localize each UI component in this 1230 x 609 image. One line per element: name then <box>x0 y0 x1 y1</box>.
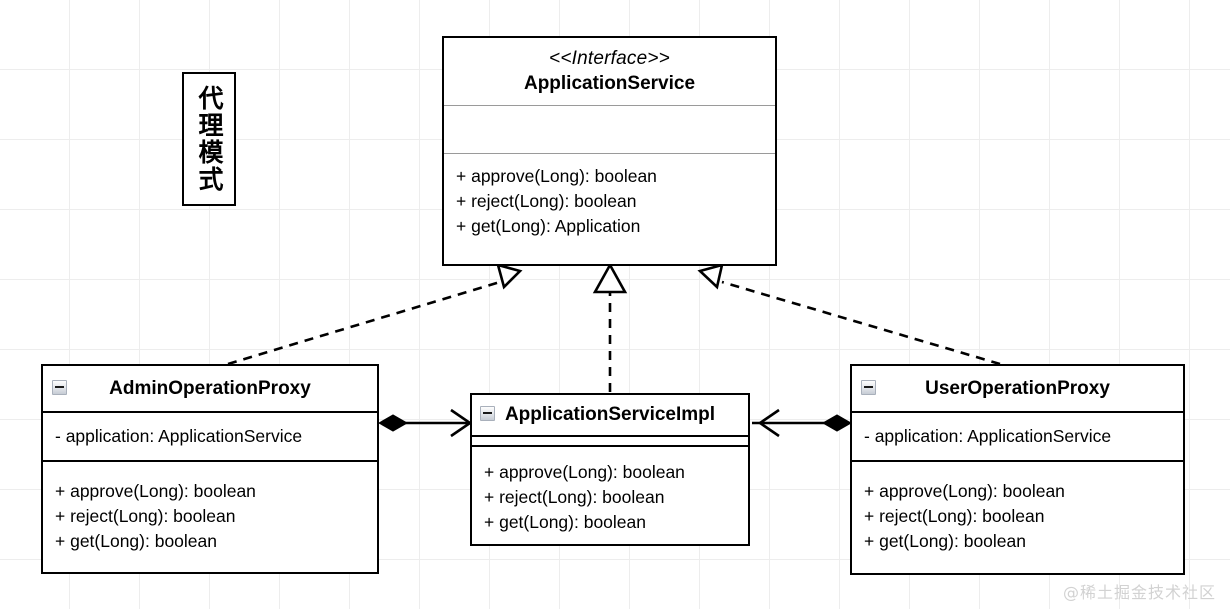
method-row: + approve(Long): boolean <box>456 166 657 186</box>
impl-name: ApplicationServiceImpl <box>504 404 716 425</box>
admin-proxy-methods-compartment: + approve(Long): boolean + reject(Long):… <box>43 460 377 564</box>
interface-stereotype: <<Interface>> <box>549 48 670 69</box>
method-row: + approve(Long): boolean <box>55 481 256 501</box>
hollow-triangle-arrowhead <box>697 263 724 290</box>
filled-diamond <box>377 414 409 432</box>
interface-methods-compartment: + approve(Long): boolean + reject(Long):… <box>444 153 775 249</box>
class-box-application-service[interactable]: <<Interface>> ApplicationService + appro… <box>442 36 777 266</box>
attribute-row: - application: ApplicationService <box>864 426 1112 446</box>
interface-attributes-compartment <box>444 105 775 153</box>
impl-header: ApplicationServiceImpl <box>472 395 748 435</box>
collapse-minus-icon[interactable] <box>480 406 495 421</box>
admin-proxy-attributes-compartment: - application: ApplicationService <box>43 411 377 460</box>
connector-user-proxy-composition <box>752 408 853 438</box>
attribute-row: - application: ApplicationService <box>55 426 303 446</box>
method-row: + approve(Long): boolean <box>864 481 1065 501</box>
hollow-triangle-arrowhead <box>592 262 628 294</box>
connector-user-proxy-realization <box>697 263 1001 366</box>
collapse-minus-icon[interactable] <box>861 380 876 395</box>
connector-admin-proxy-composition <box>377 408 473 438</box>
diagram-title-badge: 代理模式 <box>182 72 236 206</box>
filled-diamond <box>821 414 853 432</box>
impl-attributes-compartment <box>472 435 748 445</box>
interface-name: ApplicationService <box>523 73 696 94</box>
open-arrowhead <box>450 408 473 438</box>
interface-header: <<Interface>> ApplicationService <box>444 38 775 105</box>
method-row: + reject(Long): boolean <box>55 506 236 526</box>
admin-proxy-header: AdminOperationProxy <box>43 366 377 411</box>
connector-impl-realization <box>592 262 628 392</box>
diagram-title-text: 代理模式 <box>195 85 224 193</box>
user-proxy-header: UserOperationProxy <box>852 366 1183 411</box>
method-row: + reject(Long): boolean <box>484 487 665 507</box>
user-proxy-attributes-compartment: - application: ApplicationService <box>852 411 1183 460</box>
method-row: + get(Long): boolean <box>864 531 1027 551</box>
method-row: + get(Long): boolean <box>55 531 218 551</box>
class-box-admin-operation-proxy[interactable]: AdminOperationProxy - application: Appli… <box>41 364 379 574</box>
watermark-text: @稀土掘金技术社区 <box>1062 583 1216 602</box>
method-row: + get(Long): Application <box>456 216 641 236</box>
method-row: + approve(Long): boolean <box>484 462 685 482</box>
open-arrowhead <box>757 408 780 438</box>
class-box-application-service-impl[interactable]: ApplicationServiceImpl + approve(Long): … <box>470 393 750 546</box>
user-proxy-methods-compartment: + approve(Long): boolean + reject(Long):… <box>852 460 1183 564</box>
impl-methods-compartment: + approve(Long): boolean + reject(Long):… <box>472 445 748 545</box>
class-box-user-operation-proxy[interactable]: UserOperationProxy - application: Applic… <box>850 364 1185 575</box>
user-proxy-name: UserOperationProxy <box>925 378 1110 399</box>
collapse-minus-icon[interactable] <box>52 380 67 395</box>
method-row: + reject(Long): boolean <box>456 191 637 211</box>
admin-proxy-name: AdminOperationProxy <box>109 378 311 399</box>
method-row: + get(Long): boolean <box>484 512 647 532</box>
connector-admin-proxy-realization <box>227 263 523 366</box>
hollow-triangle-arrowhead <box>496 263 523 290</box>
method-row: + reject(Long): boolean <box>864 506 1045 526</box>
